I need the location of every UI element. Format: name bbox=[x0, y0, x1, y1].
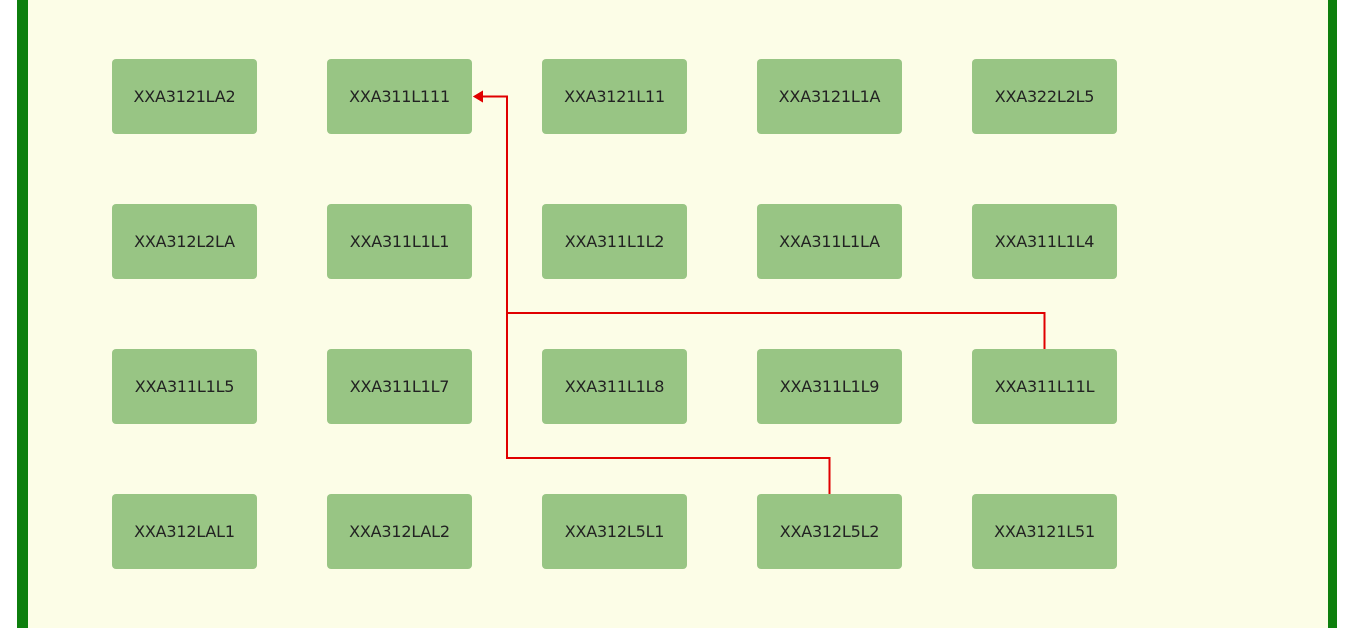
node-r3-c4[interactable]: XXA311L1L9 bbox=[757, 349, 902, 424]
node-r1-c5[interactable]: XXA322L2L5 bbox=[972, 59, 1117, 134]
node-r1-c3[interactable]: XXA3121L11 bbox=[542, 59, 687, 134]
node-r2-c4[interactable]: XXA311L1LA bbox=[757, 204, 902, 279]
node-r4-c1[interactable]: XXA312LAL1 bbox=[112, 494, 257, 569]
node-r2-c2[interactable]: XXA311L1L1 bbox=[327, 204, 472, 279]
node-r1-c4[interactable]: XXA3121L1A bbox=[757, 59, 902, 134]
node-r4-c2[interactable]: XXA312LAL2 bbox=[327, 494, 472, 569]
node-r3-c1[interactable]: XXA311L1L5 bbox=[112, 349, 257, 424]
node-r4-c5[interactable]: XXA3121L51 bbox=[972, 494, 1117, 569]
node-r4-c4[interactable]: XXA312L5L2 bbox=[757, 494, 902, 569]
node-r2-c5[interactable]: XXA311L1L4 bbox=[972, 204, 1117, 279]
node-r2-c1[interactable]: XXA312L2LA bbox=[112, 204, 257, 279]
node-r2-c3[interactable]: XXA311L1L2 bbox=[542, 204, 687, 279]
node-r3-c3[interactable]: XXA311L1L8 bbox=[542, 349, 687, 424]
node-r4-c3[interactable]: XXA312L5L1 bbox=[542, 494, 687, 569]
node-r3-c2[interactable]: XXA311L1L7 bbox=[327, 349, 472, 424]
node-r1-c2[interactable]: XXA311L111 bbox=[327, 59, 472, 134]
node-r1-c1[interactable]: XXA3121LA2 bbox=[112, 59, 257, 134]
node-r3-c5[interactable]: XXA311L11L bbox=[972, 349, 1117, 424]
